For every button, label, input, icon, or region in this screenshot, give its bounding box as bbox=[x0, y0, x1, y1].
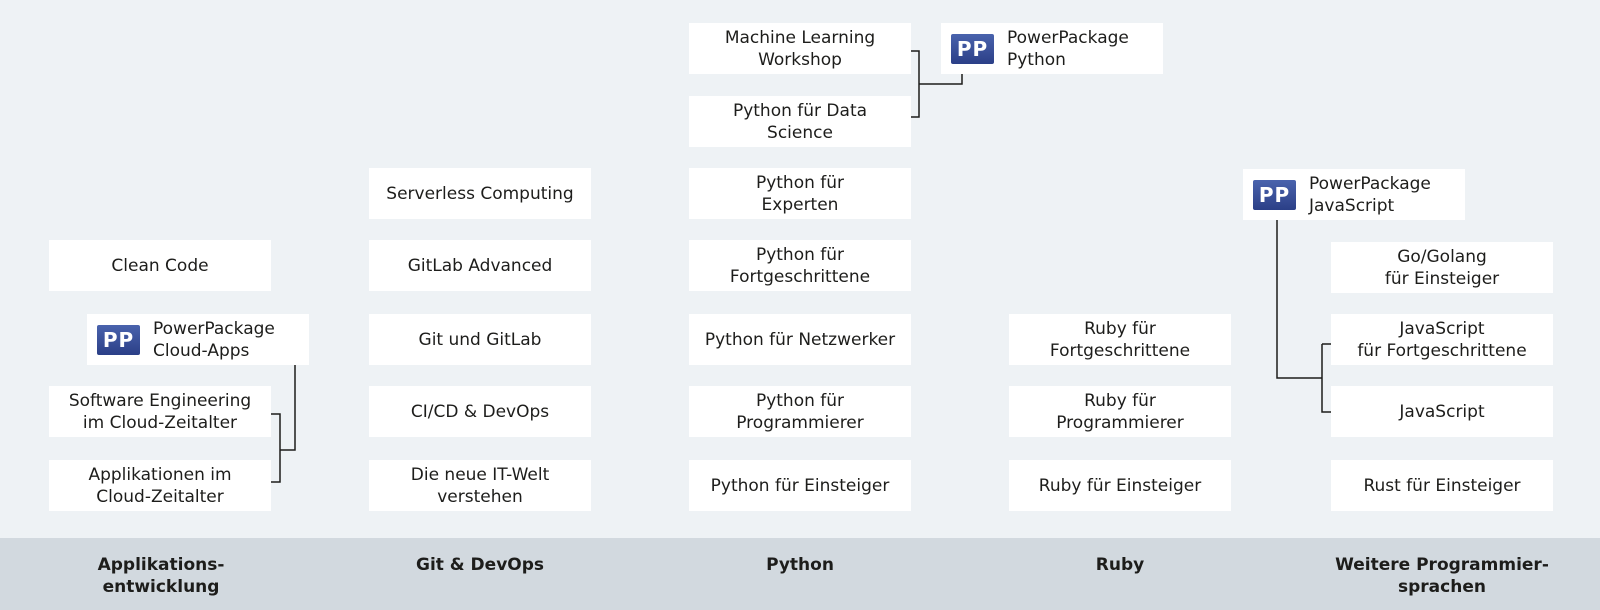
course-python-experten[interactable]: Python für Experten bbox=[689, 168, 911, 219]
category-bar bbox=[0, 538, 1600, 610]
course-python-programmierer[interactable]: Python für Programmierer bbox=[689, 386, 911, 437]
course-python-einsteiger[interactable]: Python für Einsteiger bbox=[689, 460, 911, 511]
course-cicd-devops[interactable]: CI/CD & DevOps bbox=[369, 386, 591, 437]
course-ruby-programmierer[interactable]: Ruby für Programmierer bbox=[1009, 386, 1231, 437]
course-git-und-gitlab[interactable]: Git und GitLab bbox=[369, 314, 591, 365]
course-python-fortgeschrittene[interactable]: Python für Fortgeschrittene bbox=[689, 240, 911, 291]
powerpackage-javascript[interactable]: PP PowerPackage JavaScript bbox=[1243, 169, 1465, 220]
course-python-data-science[interactable]: Python für Data Science bbox=[689, 96, 911, 147]
category-applikationsentwicklung: Applikations- entwicklung bbox=[97, 555, 225, 597]
powerpackage-python[interactable]: PP PowerPackage Python bbox=[941, 23, 1163, 74]
powerpackage-cloud-apps[interactable]: PP PowerPackage Cloud-Apps bbox=[87, 314, 309, 365]
course-applikationen-cloud[interactable]: Applikationen im Cloud-Zeitalter bbox=[49, 460, 271, 511]
powerpackage-logo-icon: PP bbox=[97, 324, 140, 355]
powerpackage-label: PowerPackage JavaScript bbox=[1309, 173, 1431, 216]
course-rust-einsteiger[interactable]: Rust für Einsteiger bbox=[1331, 460, 1553, 511]
course-software-engineering-cloud[interactable]: Software Engineering im Cloud-Zeitalter bbox=[49, 386, 271, 437]
course-python-netzwerker[interactable]: Python für Netzwerker bbox=[689, 314, 911, 365]
course-ruby-einsteiger[interactable]: Ruby für Einsteiger bbox=[1009, 460, 1231, 511]
category-git-devops: Git & DevOps bbox=[415, 555, 545, 575]
course-gitlab-advanced[interactable]: GitLab Advanced bbox=[369, 240, 591, 291]
course-javascript-fortgeschrittene[interactable]: JavaScript für Fortgeschrittene bbox=[1331, 314, 1553, 365]
course-neue-it-welt[interactable]: Die neue IT-Welt verstehen bbox=[369, 460, 591, 511]
powerpackage-logo-icon: PP bbox=[1253, 179, 1296, 210]
course-javascript[interactable]: JavaScript bbox=[1331, 386, 1553, 437]
course-golang-einsteiger[interactable]: Go/Golang für Einsteiger bbox=[1331, 242, 1553, 293]
connector-cloud-apps bbox=[271, 365, 296, 483]
course-clean-code[interactable]: Clean Code bbox=[49, 240, 271, 291]
category-python: Python bbox=[766, 555, 834, 575]
connector-javascript bbox=[1276, 220, 1331, 413]
powerpackage-label: PowerPackage Python bbox=[1007, 27, 1129, 70]
powerpackage-label: PowerPackage Cloud-Apps bbox=[153, 318, 275, 361]
category-weitere: Weitere Programmier- sprachen bbox=[1335, 555, 1549, 597]
course-ruby-fortgeschrittene[interactable]: Ruby für Fortgeschrittene bbox=[1009, 314, 1231, 365]
course-serverless-computing[interactable]: Serverless Computing bbox=[369, 168, 591, 219]
course-machine-learning-workshop[interactable]: Machine Learning Workshop bbox=[689, 23, 911, 74]
category-ruby: Ruby bbox=[1095, 555, 1145, 575]
powerpackage-logo-icon: PP bbox=[951, 33, 994, 64]
